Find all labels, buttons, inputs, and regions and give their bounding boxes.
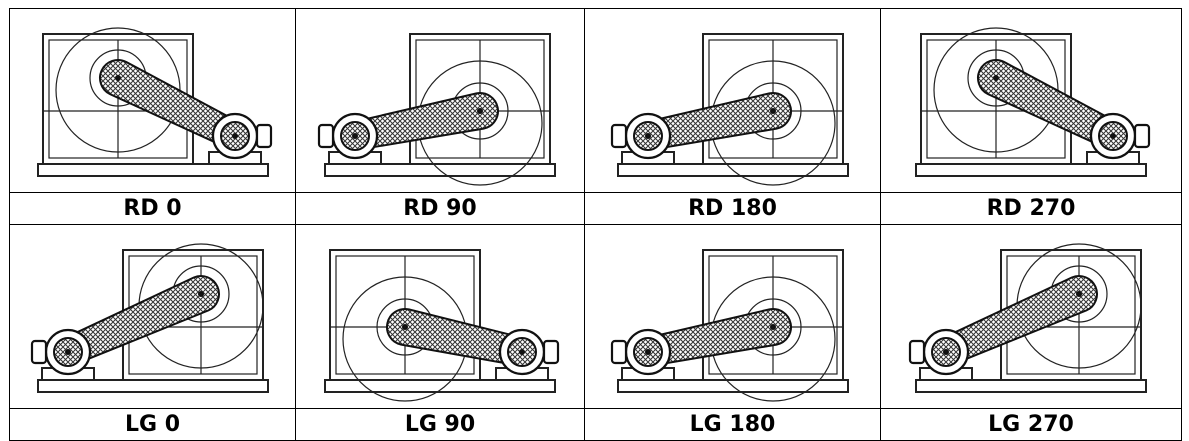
label-cell-rd-270: RD 270 [880,192,1182,225]
motor-endcap [542,339,560,364]
arrangement-label: RD 90 [403,196,477,221]
motor-endcap [610,339,627,364]
fan-diagram-rd-90 [317,32,556,186]
fan-diagram-lg-0 [30,242,269,393]
motor-shaft [64,348,71,355]
fan-shaft [114,74,121,81]
fan-shaft [197,290,204,297]
arrangement-label: RD 180 [688,196,777,221]
label-cell-lg-270: LG 270 [880,408,1182,441]
arrangement-label: LG 180 [689,412,776,437]
fan-shaft [769,107,776,114]
diagram-row-lg [9,224,1182,409]
motor-endcap [1133,123,1151,148]
label-cell-lg-90: LG 90 [295,408,585,441]
motor-endcap [610,123,627,148]
base-frame [915,162,1147,177]
label-cell-rd-180: RD 180 [584,192,881,225]
diagram-row-rd [9,8,1182,193]
fan-diagram-lg-90 [324,248,560,402]
motor-shaft [519,348,525,355]
fan-diagram-lg-270 [908,242,1147,393]
cell-rd-0 [9,8,296,193]
label-cell-rd-90: RD 90 [295,192,585,225]
motor-shaft [1110,132,1116,139]
fan-shaft [1076,290,1082,297]
fan-shaft [402,323,408,330]
base-frame [616,162,849,177]
motor-endcap [317,123,335,148]
arrangement-label: LG 0 [124,412,181,437]
cell-rd-270 [880,8,1182,193]
cell-lg-270 [880,224,1182,409]
fan-diagram-lg-180 [610,248,849,402]
cell-rd-90 [295,8,585,193]
motor-endcap [255,123,272,148]
cell-rd-180 [584,8,881,193]
arrangement-label: LG 270 [988,412,1074,437]
fan-diagram-rd-270 [915,26,1151,177]
motor-shaft [644,348,651,355]
label-row-lg: LG 0 LG 90 LG 180 LG 270 [9,408,1182,441]
label-cell-lg-0: LG 0 [9,408,296,441]
fan-diagram-rd-180 [610,32,849,186]
label-row-rd: RD 0 RD 90 RD 180 RD 270 [9,192,1182,225]
motor-shaft [352,132,358,139]
fan-shaft [477,107,483,114]
arrangement-label: LG 90 [404,412,476,437]
label-cell-lg-180: LG 180 [584,408,881,441]
base-frame [36,378,269,393]
motor-endcap [30,339,47,364]
cell-lg-180 [584,224,881,409]
fan-arrangement-table: RD 0 RD 90 RD 180 RD 270 LG 0 LG 90 LG 1… [9,8,1182,441]
base-frame [324,378,556,393]
fan-shaft [769,323,776,330]
cell-lg-90 [295,224,585,409]
base-frame [915,378,1147,393]
label-cell-rd-0: RD 0 [9,192,296,225]
base-frame [36,162,269,177]
arrangement-label: RD 270 [986,196,1076,221]
motor-shaft [231,132,238,139]
fan-shaft [993,74,999,81]
fan-diagram-rd-0 [36,26,272,177]
cell-lg-0 [9,224,296,409]
base-frame [324,162,556,177]
motor-shaft [644,132,651,139]
motor-shaft [943,348,949,355]
motor-endcap [908,339,926,364]
base-frame [616,378,849,393]
arrangement-label: RD 0 [123,196,182,221]
